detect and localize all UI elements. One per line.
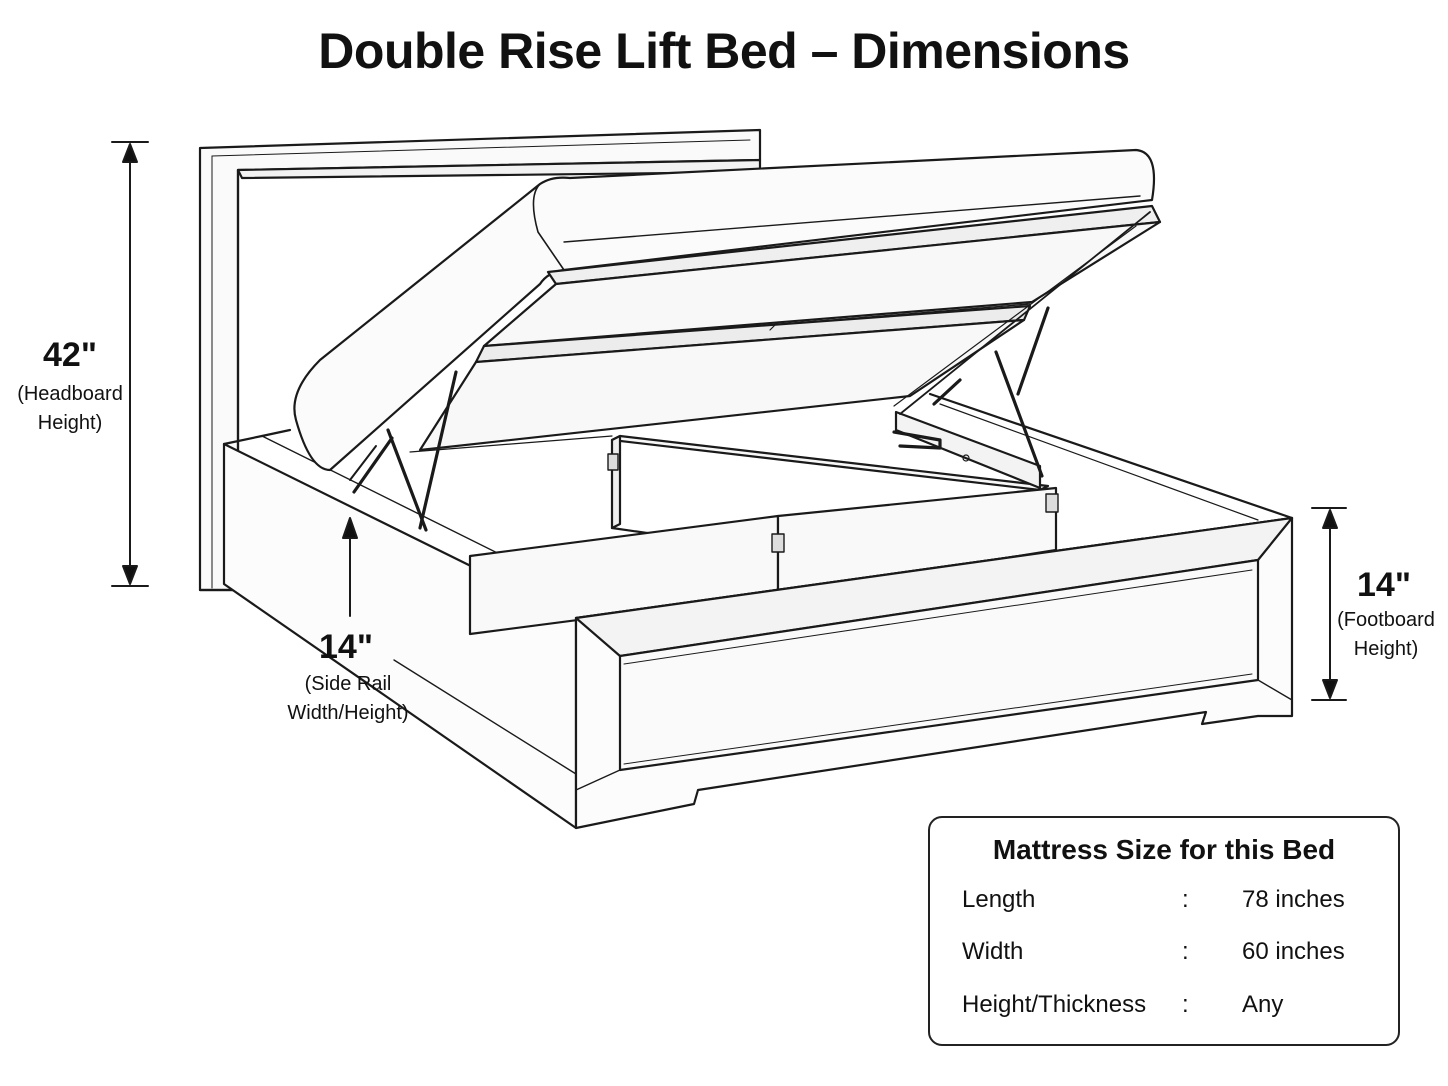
lift-platform	[293, 148, 1162, 472]
lift-mechanism-right	[892, 306, 1050, 478]
spec-value: 78 inches	[1242, 886, 1345, 913]
headboard	[198, 128, 762, 592]
side-rail-caption-line2: Width/Height)	[287, 702, 409, 724]
headboard-caption-line1: (Headboard	[17, 383, 123, 405]
spec-value: 60 inches	[1242, 938, 1345, 965]
footboard-height-caption: (Footboard Height)	[1326, 606, 1446, 664]
footboard	[574, 516, 1294, 830]
spec-row-height: Height/Thickness : Any	[930, 991, 1398, 1027]
spec-separator: :	[1182, 991, 1189, 1018]
footboard-caption-line2: Height)	[1353, 638, 1419, 660]
spec-separator: :	[1182, 886, 1189, 913]
spec-label: Length	[962, 886, 1036, 913]
headboard-dimension-arrow	[111, 141, 149, 587]
footboard-caption-line1: (Footboard	[1337, 609, 1435, 631]
mattress-box-title: Mattress Size for this Bed	[992, 834, 1336, 865]
footboard-dimension-arrow	[1311, 507, 1347, 701]
spec-label: Height/Thickness	[962, 991, 1147, 1018]
headboard-caption-line2: Height)	[37, 412, 103, 434]
side-rail-value: 14"	[319, 628, 373, 666]
headboard-height-caption: (Headboard Height)	[0, 380, 140, 438]
page-title: Double Rise Lift Bed – Dimensions	[318, 23, 1130, 79]
side-rail-caption-line1: (Side Rail	[304, 673, 392, 695]
spec-label: Width	[962, 938, 1024, 965]
footboard-height-value: 14"	[1357, 566, 1411, 604]
lift-mechanism-left	[349, 370, 458, 532]
spec-separator: :	[1182, 938, 1189, 965]
spec-row-length: Length : 78 inches	[930, 886, 1398, 922]
spec-row-width: Width : 60 inches	[930, 938, 1398, 974]
side-rail-dimension-arrow	[342, 517, 577, 775]
headboard-height-value: 42"	[43, 336, 97, 374]
spec-value: Any	[1242, 991, 1284, 1018]
back-rail	[260, 392, 1294, 521]
side-rail-caption: (Side Rail Width/Height)	[268, 670, 428, 728]
mattress-size-box: Mattress Size for this Bed Length : 78 i…	[928, 816, 1400, 1046]
